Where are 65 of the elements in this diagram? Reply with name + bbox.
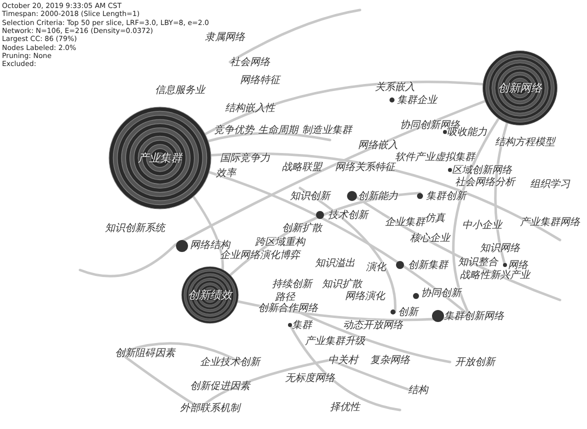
- keyword-label: 路径: [275, 292, 295, 303]
- keyword-label: 跨区域重构: [255, 237, 305, 248]
- keyword-label: 集群创新: [426, 191, 466, 202]
- keyword-label: 网络特征: [240, 75, 280, 86]
- keyword-label: 知识溢出: [315, 258, 355, 269]
- keyword-label: 产业集群: [137, 150, 184, 166]
- keyword-label: 企业集群: [385, 217, 425, 228]
- keyword-label: 区域创新网络: [452, 165, 512, 176]
- keyword-label: 知识整合: [458, 257, 498, 268]
- keyword-label: 网络关系特征: [335, 162, 395, 173]
- keyword-label: 网络结构: [190, 240, 230, 251]
- keyword-label: 网络演化: [345, 291, 385, 302]
- keyword-label: 竞争优势: [214, 125, 254, 136]
- keyword-label: 技术创新: [328, 210, 368, 221]
- keyword-label: 创新合作网络: [258, 303, 318, 314]
- keyword-label: 隶属网络: [205, 32, 245, 43]
- keyword-label: 协同创新: [421, 288, 461, 299]
- keyword-label: 知识网络: [480, 243, 520, 254]
- keyword-label: 择优性: [330, 402, 360, 413]
- keyword-label: 关系嵌入: [375, 82, 415, 93]
- keyword-label: 创新扩散: [282, 223, 322, 234]
- keyword-label: 网络: [508, 260, 528, 271]
- keyword-label: 集群企业: [397, 95, 437, 106]
- keyword-label: 知识创新系统: [105, 223, 165, 234]
- keyword-label: 国际竞争力: [220, 153, 270, 164]
- keyword-label: 无标度网络: [285, 373, 335, 384]
- keyword-label: 企业技术创新: [200, 357, 260, 368]
- keyword-label: 知识扩散: [322, 279, 362, 290]
- keyword-label: 复杂网络: [370, 355, 410, 366]
- keyword-label: 集群创新网络: [444, 311, 504, 322]
- keyword-label: 战略性新兴产业: [460, 270, 530, 281]
- keyword-label: 演化: [366, 262, 386, 273]
- keyword-label: 社会网络分析: [455, 177, 515, 188]
- keyword-label: 中关村: [328, 355, 358, 366]
- keyword-label: 组织学习: [530, 179, 570, 190]
- keyword-label: 创新: [398, 307, 418, 318]
- keyword-label: 社会网络: [230, 57, 270, 68]
- keyword-label: 网络嵌入: [358, 140, 398, 151]
- keyword-label: 战略联盟: [282, 162, 322, 173]
- keyword-label: 软件产业虚拟集群: [395, 152, 475, 163]
- keyword-label: 创新阻碍因素: [115, 348, 175, 359]
- keyword-label: 企业网络演化博弈: [220, 250, 300, 261]
- keyword-label: 产业集群网络: [520, 217, 580, 228]
- keyword-label: 核心企业: [410, 233, 450, 244]
- keyword-label: 集群: [292, 320, 312, 331]
- keyword-label: 生命周期: [258, 125, 298, 136]
- keyword-label: 知识创新: [290, 191, 330, 202]
- keyword-label: 制造业集群: [302, 125, 352, 136]
- keyword-label: 创新网络: [497, 80, 543, 96]
- keyword-label: 创新促进因素: [190, 381, 250, 392]
- keyword-label: 结构: [408, 385, 428, 396]
- keyword-label: 动态开放网络: [343, 320, 403, 331]
- keyword-label: 创新集群: [408, 260, 448, 271]
- keyword-label: 结构嵌入性: [225, 103, 275, 114]
- keyword-label: 持续创新: [272, 279, 312, 290]
- keyword-label: 结构方程模型: [495, 137, 555, 148]
- keyword-label: 创新绩效: [187, 288, 234, 302]
- keyword-label: 开放创新: [455, 357, 495, 368]
- keyword-label: 外部联系机制: [180, 403, 240, 414]
- keyword-label: 产业集群升级: [305, 336, 365, 347]
- keyword-label: 信息服务业: [155, 85, 205, 96]
- keyword-label: 效率: [216, 168, 236, 179]
- keyword-label: 中小企业: [462, 220, 502, 231]
- keyword-label: 创新能力: [358, 191, 398, 202]
- keyword-label: 仿真: [425, 213, 445, 224]
